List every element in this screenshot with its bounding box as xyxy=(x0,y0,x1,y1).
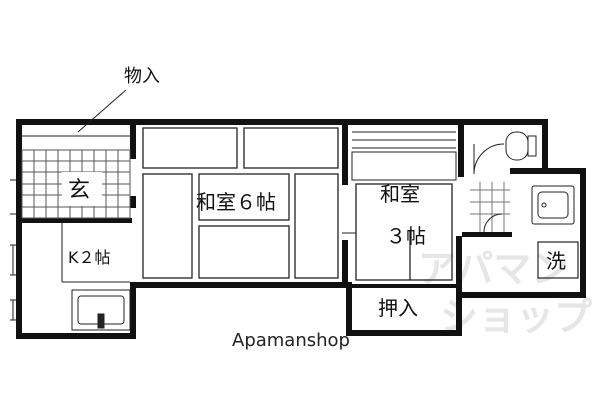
kitchen-sink xyxy=(71,289,131,331)
label-washitsu-3-line1: 和室 xyxy=(380,182,420,206)
storage-leader-line xyxy=(77,89,127,133)
entrance-tiles xyxy=(21,149,131,219)
label-storage: 物入 xyxy=(124,66,160,87)
label-washitsu-6: 和室６帖 xyxy=(196,190,276,214)
watermark-line1: アパマン xyxy=(418,247,569,291)
room-labels: 物入 玄 K２帖 和室６帖 和室 ３帖 押入 洗 xyxy=(68,66,566,320)
label-laundry: 洗 xyxy=(546,249,566,273)
label-entrance: 玄 xyxy=(68,178,90,203)
watermark: アパマン ショップ xyxy=(418,247,592,339)
laundry-box xyxy=(537,241,579,279)
label-kitchen: K２帖 xyxy=(68,248,111,267)
washroom-tiles xyxy=(470,182,510,233)
sink xyxy=(531,185,575,225)
tatami-3 xyxy=(355,183,453,281)
tatami-6 xyxy=(142,127,339,279)
closet-top-lines xyxy=(351,131,457,181)
label-washitsu-3-line2: ３帖 xyxy=(386,224,426,248)
interior-walls xyxy=(16,119,512,288)
toilet xyxy=(473,131,537,175)
label-closet: 押入 xyxy=(378,296,418,320)
brand-logo-text: Apamanshop xyxy=(232,330,350,351)
watermark-line2: ショップ xyxy=(440,295,592,339)
